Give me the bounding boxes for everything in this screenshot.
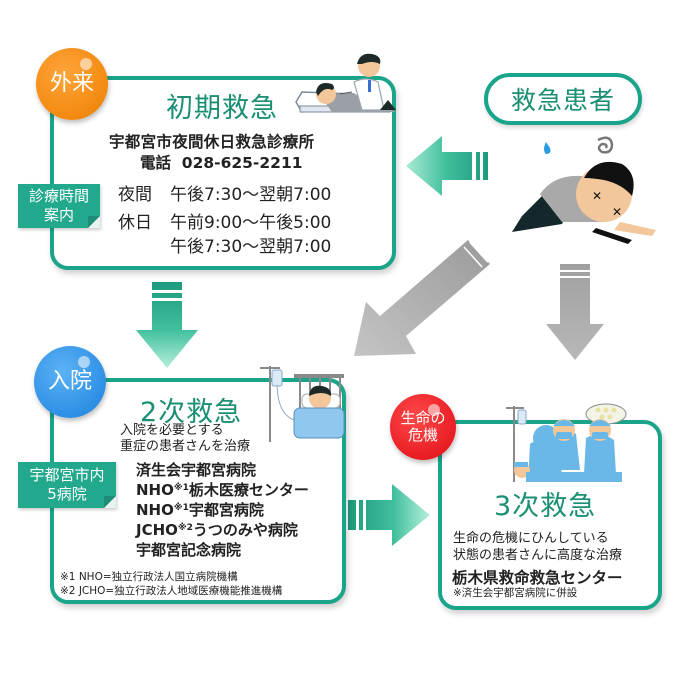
patient-in-bed-illustration bbox=[260, 366, 345, 442]
hours-holiday-label: 休日 bbox=[118, 213, 152, 233]
hours-holiday-time-1: 午前9:00〜午後5:00 bbox=[170, 213, 332, 233]
city-hospitals-tag-line1: 宇都宮市内 bbox=[29, 466, 105, 484]
doctor-examining-patient-illustration bbox=[295, 53, 396, 113]
footnote-ref: ※1 bbox=[173, 483, 189, 493]
primary-facility-name: 宇都宮市夜間休日救急診療所 bbox=[109, 133, 315, 151]
hours-guide-tag-line1: 診療時間 bbox=[28, 187, 89, 205]
tertiary-center-name: 栃木県救命救急センター bbox=[452, 569, 623, 587]
arrow-patient-to-primary bbox=[406, 136, 488, 196]
primary-phone: 電話 028-625-2211 bbox=[140, 154, 303, 172]
footnote-2: ※2 JCHO=独立行政法人地域医療機能推進機構 bbox=[60, 585, 283, 597]
primary-care-title: 初期救急 bbox=[166, 93, 278, 124]
arrow-patient-to-tertiary bbox=[546, 264, 604, 360]
hospital-name: うつのみや病院 bbox=[192, 521, 298, 539]
surgery-team-illustration bbox=[506, 403, 627, 482]
hospital-prefix: NHO bbox=[136, 481, 174, 499]
secondary-desc-line2: 重症の患者さんを治療 bbox=[120, 439, 251, 454]
outpatient-badge: 外来 bbox=[36, 48, 108, 120]
arrow-patient-to-secondary bbox=[354, 240, 490, 356]
hospital-item: NHO※1栃木医療センター bbox=[136, 480, 309, 500]
city-hospitals-tag: 宇都宮市内 5病院 bbox=[18, 462, 116, 508]
footnote-1: ※1 NHO=独立行政法人国立病院機構 bbox=[60, 571, 238, 583]
footnote-ref: ※1 bbox=[173, 503, 189, 513]
tertiary-desc-line2: 状態の患者さんに高度な治療 bbox=[453, 548, 623, 563]
hospital-list: 済生会宇都宮病院 NHO※1栃木医療センター NHO※1宇都宮病院 JCHO※2… bbox=[136, 460, 309, 560]
hospital-item: JCHO※2うつのみや病院 bbox=[136, 520, 309, 540]
emergency-patient-text: 救急患者 bbox=[510, 86, 615, 115]
tertiary-center-note: ※済生会宇都宮病院に併設 bbox=[453, 587, 578, 599]
city-hospitals-tag-line2: 5病院 bbox=[47, 485, 87, 503]
hospital-prefix: JCHO bbox=[136, 521, 178, 539]
hospital-name: 宇都宮記念病院 bbox=[136, 541, 242, 559]
hours-guide-tag: 診療時間 案内 bbox=[18, 184, 100, 228]
hours-guide-tag-line2: 案内 bbox=[43, 206, 74, 224]
tertiary-care-title: 3次救急 bbox=[494, 491, 597, 522]
hospital-prefix: NHO bbox=[136, 501, 174, 519]
outpatient-badge-label: 外来 bbox=[49, 71, 94, 97]
hospital-name: 栃木医療センター bbox=[188, 481, 309, 499]
tertiary-desc-line1: 生命の危機にひんしている bbox=[453, 531, 609, 546]
hospital-name: 済生会宇都宮病院 bbox=[136, 461, 257, 479]
secondary-desc-line1: 入院を必要とする bbox=[120, 423, 224, 438]
inpatient-badge-label: 入院 bbox=[47, 369, 92, 395]
hospital-name: 宇都宮病院 bbox=[188, 501, 264, 519]
hours-night-label: 夜間 bbox=[118, 185, 152, 205]
inpatient-badge: 入院 bbox=[34, 346, 106, 418]
svg-text:✕: ✕ bbox=[592, 189, 602, 203]
arrow-secondary-to-tertiary bbox=[348, 484, 430, 546]
arrow-primary-to-secondary bbox=[136, 282, 198, 368]
emergency-patient-label: 救急患者 bbox=[484, 73, 642, 125]
hours-night-time: 午後7:30〜翌朝7:00 bbox=[170, 185, 332, 205]
hours-holiday-time-2: 午後7:30〜翌朝7:00 bbox=[170, 237, 332, 257]
footnote-ref: ※2 bbox=[177, 523, 193, 533]
collapsed-patient-illustration: ✕ ✕ bbox=[512, 136, 656, 244]
svg-text:✕: ✕ bbox=[612, 205, 622, 219]
hospital-item: 済生会宇都宮病院 bbox=[136, 460, 309, 480]
life-crisis-badge: 生命の 危機 bbox=[390, 394, 456, 460]
hospital-item: 宇都宮記念病院 bbox=[136, 540, 309, 560]
hospital-item: NHO※1宇都宮病院 bbox=[136, 500, 309, 520]
life-crisis-badge-line2: 危機 bbox=[407, 426, 438, 444]
secondary-care-title: 2次救急 bbox=[140, 397, 243, 428]
